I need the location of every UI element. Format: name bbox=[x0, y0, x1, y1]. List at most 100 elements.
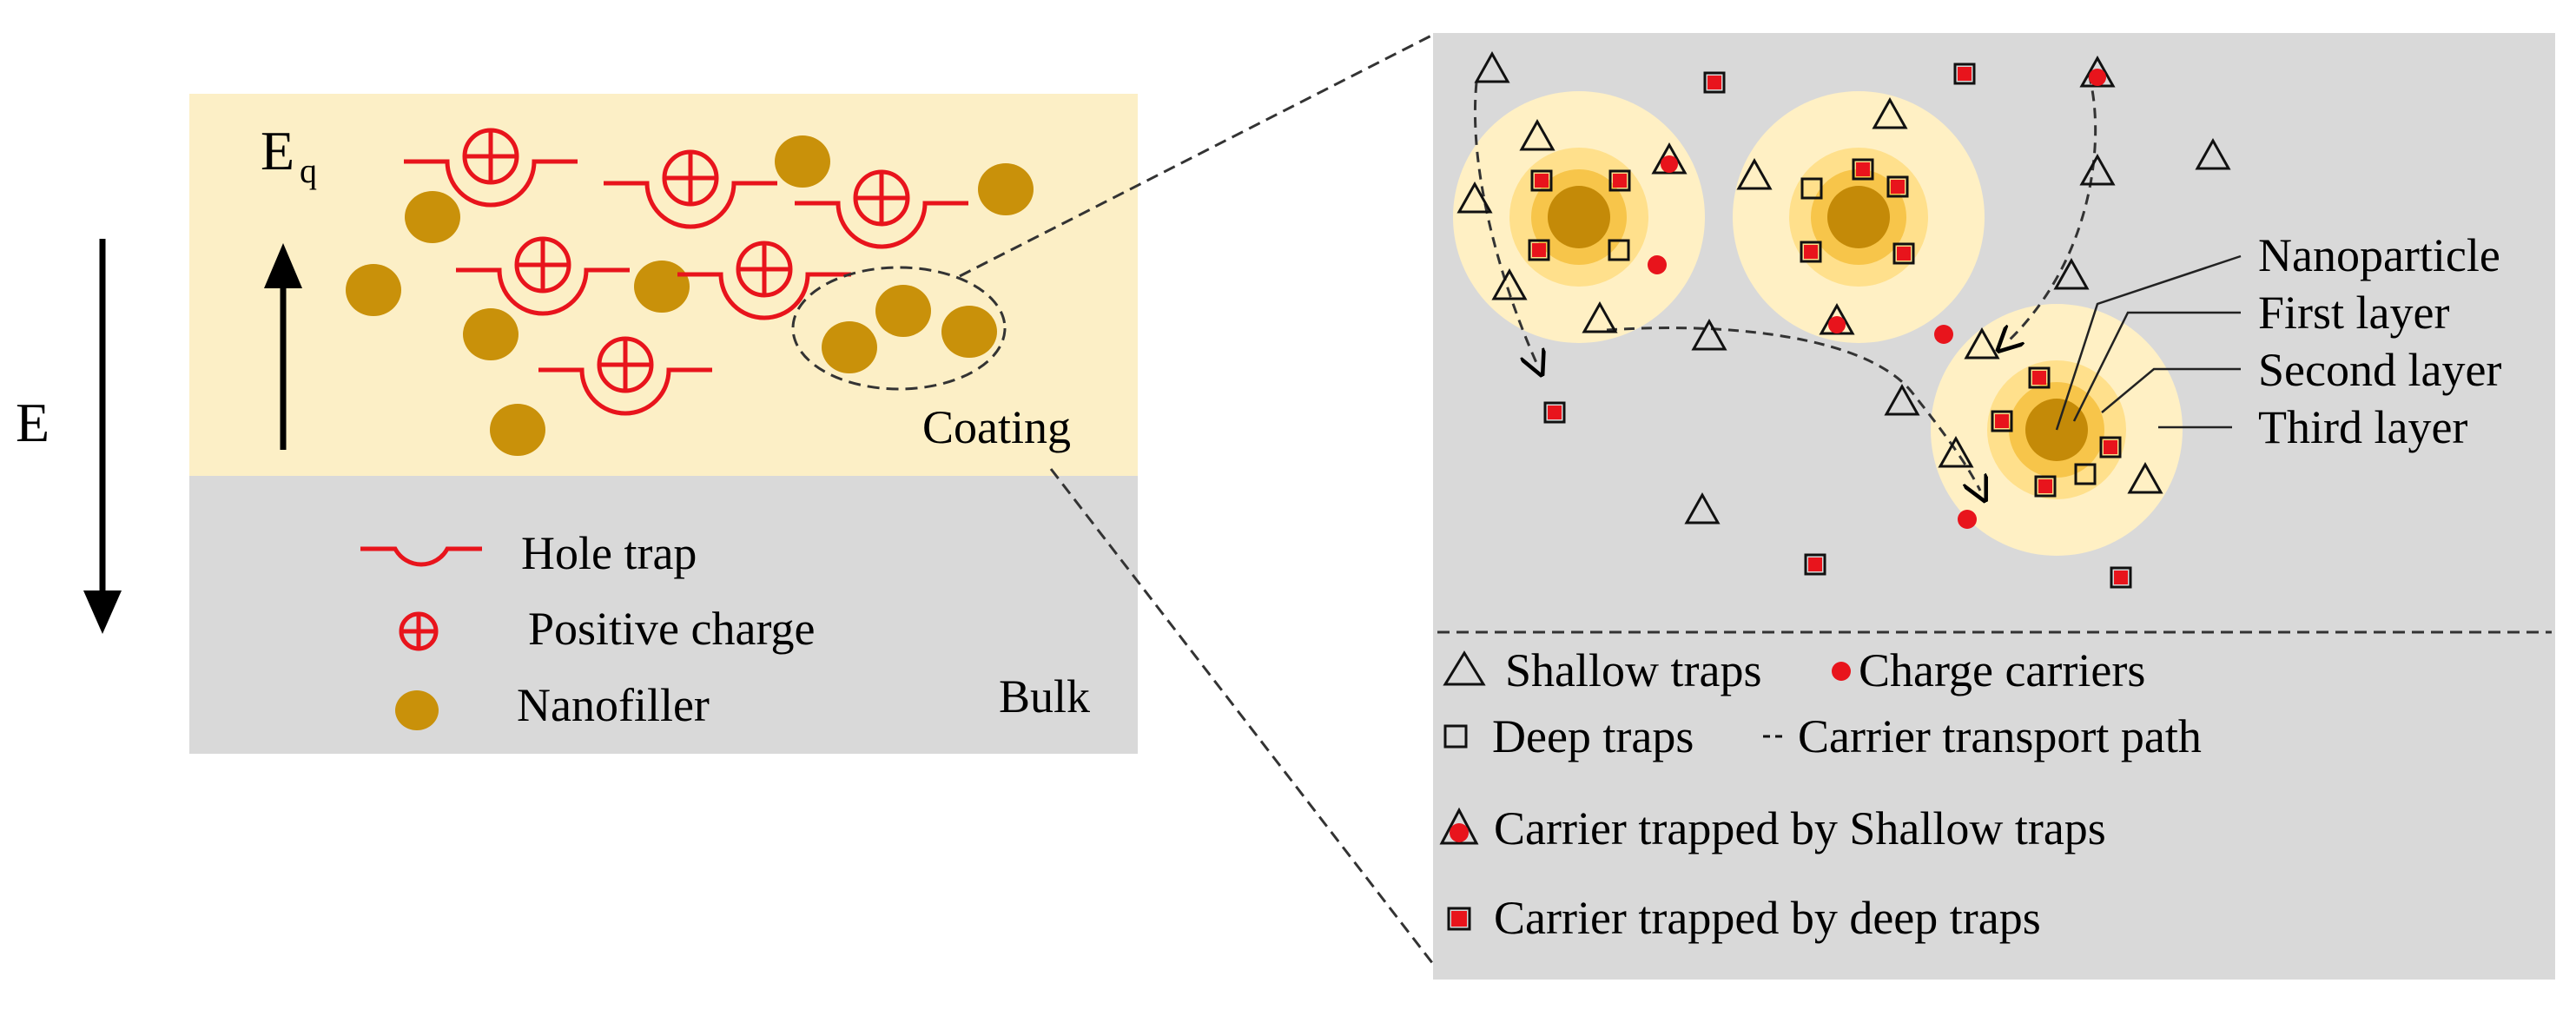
second-layer-label: Second layer bbox=[2258, 344, 2501, 396]
deep-trapped-legend-label: Carrier trapped by deep traps bbox=[1494, 892, 2041, 944]
hole-trap-legend-label: Hole trap bbox=[521, 527, 697, 579]
shallow-traps bbox=[1456, 50, 2231, 524]
shallow-trap bbox=[1491, 267, 1528, 300]
nanofiller bbox=[775, 135, 830, 188]
local-field-label: E bbox=[261, 120, 294, 181]
local-field-subscript: q bbox=[300, 151, 317, 190]
bulk-label: Bulk bbox=[999, 670, 1090, 722]
carrier-in-deep-trap bbox=[1543, 401, 1566, 424]
charge-carriers bbox=[1648, 255, 1977, 529]
local-field-arrow bbox=[264, 243, 302, 450]
nanofiller bbox=[978, 163, 1034, 215]
deep-trap bbox=[2074, 463, 2097, 485]
carrier-in-shallow-trap bbox=[2079, 55, 2116, 88]
trapped-charge bbox=[604, 149, 777, 229]
nanofiller bbox=[822, 321, 877, 373]
shallow-trap bbox=[1691, 318, 1727, 351]
nanoparticle-cluster bbox=[1733, 91, 1985, 343]
shallow-trap bbox=[2127, 461, 2163, 494]
charge-carrier-legend-label: Charge carriers bbox=[1859, 644, 2145, 696]
shallow-trap bbox=[2195, 137, 2231, 170]
nanoparticle-cluster bbox=[1453, 91, 1705, 343]
carrier-in-deep-trap bbox=[2028, 366, 2051, 389]
shallow-trap bbox=[1938, 435, 1974, 468]
transport-path bbox=[2006, 73, 2097, 343]
deep-trap-legend-label: Deep traps bbox=[1492, 710, 1694, 762]
trapped-charge bbox=[456, 236, 630, 316]
nanofiller-legend-label: Nanofiller bbox=[517, 679, 710, 731]
shallow-trap bbox=[1884, 383, 1920, 416]
trapped-charge bbox=[404, 128, 578, 208]
shallow-trapped-legend-label: Carrier trapped by Shallow traps bbox=[1494, 802, 2106, 854]
transport-path bbox=[1606, 327, 1980, 491]
charge-carrier bbox=[1934, 325, 1953, 344]
charge-carrier bbox=[1648, 255, 1667, 274]
shallow-trapped-carriers bbox=[1651, 55, 2116, 335]
transport-path-legend-label: Carrier transport path bbox=[1798, 710, 2202, 762]
applied-field-arrow bbox=[83, 239, 122, 634]
deep-trap-legend-icon bbox=[1443, 724, 1468, 749]
carrier-in-shallow-trap bbox=[1651, 142, 1688, 175]
nanofiller bbox=[634, 261, 690, 313]
shallow-trap bbox=[2053, 257, 2090, 290]
carrier-in-deep-trap bbox=[1608, 169, 1631, 192]
carrier-in-deep-trap bbox=[2099, 436, 2122, 459]
carrier-in-deep-trap bbox=[2034, 475, 2057, 498]
deep-trapped-carriers bbox=[1528, 63, 2132, 589]
deep-trap bbox=[1800, 177, 1823, 200]
left-panel: E E q bbox=[16, 94, 1138, 754]
zoom-region bbox=[791, 266, 1007, 391]
shallow-trap bbox=[1964, 327, 2000, 360]
carrier-in-shallow-trap bbox=[1819, 302, 1855, 335]
shallow-trap bbox=[1519, 118, 1556, 151]
carrier-in-deep-trap bbox=[1852, 158, 1874, 181]
carrier-in-deep-trap bbox=[1804, 553, 1826, 576]
nanofillers bbox=[346, 135, 1034, 456]
carrier-in-deep-trap bbox=[1886, 175, 1909, 198]
hole-trap-legend-icon bbox=[360, 546, 482, 567]
nanoparticle-label: Nanoparticle bbox=[2258, 229, 2500, 281]
nanofiller bbox=[346, 264, 401, 316]
shallow-trap bbox=[2079, 153, 2116, 186]
positive-charge-legend-icon bbox=[399, 611, 439, 651]
carrier-in-deep-trap bbox=[1530, 169, 1553, 192]
shallow-trap bbox=[1872, 96, 1908, 129]
layer-pointer-lines bbox=[2055, 254, 2242, 431]
deep-traps bbox=[1608, 177, 2097, 485]
applied-field-label: E bbox=[16, 392, 50, 453]
shallow-trapped-legend-icon bbox=[1439, 807, 1479, 845]
trapped-charge bbox=[795, 169, 968, 249]
coating-label: Coating bbox=[922, 401, 1071, 453]
first-layer-label: First layer bbox=[2258, 287, 2449, 339]
charge-carrier bbox=[1958, 510, 1977, 529]
deep-trapped-legend-icon bbox=[1447, 907, 1471, 931]
positive-charge-legend-label: Positive charge bbox=[528, 603, 815, 655]
shallow-trap bbox=[1474, 50, 1510, 83]
shallow-trap bbox=[1582, 300, 1618, 333]
shallow-trap bbox=[1684, 492, 1721, 524]
nanofiller bbox=[875, 285, 931, 337]
carrier-transport-paths bbox=[1473, 73, 2097, 491]
nanofiller-legend-icon bbox=[395, 690, 439, 730]
shallow-trap bbox=[1456, 181, 1493, 214]
nanofiller bbox=[490, 404, 545, 456]
shallow-trap-legend-label: Shallow traps bbox=[1505, 644, 1761, 696]
carrier-in-deep-trap bbox=[1953, 63, 1976, 85]
carrier-in-deep-trap bbox=[1703, 71, 1726, 94]
transport-path bbox=[1473, 82, 1537, 365]
right-panel: Nanoparticle First layer Second layer Th… bbox=[1433, 33, 2555, 980]
carrier-in-deep-trap bbox=[1528, 239, 1550, 261]
bulk-region bbox=[189, 476, 1138, 754]
shallow-trap bbox=[1736, 157, 1773, 190]
carrier-in-deep-trap bbox=[1991, 410, 2013, 432]
carrier-in-deep-trap bbox=[2110, 566, 2132, 589]
nanofiller bbox=[941, 306, 997, 358]
third-layer-label: Third layer bbox=[2258, 401, 2467, 453]
deep-trap bbox=[1608, 239, 1630, 261]
nanofiller bbox=[463, 308, 519, 360]
trapped-charge bbox=[538, 336, 712, 416]
nanofiller bbox=[405, 191, 460, 243]
carrier-in-deep-trap bbox=[1800, 241, 1822, 263]
zoom-connector-lines bbox=[959, 33, 1435, 965]
carrier-in-deep-trap bbox=[1892, 242, 1915, 265]
